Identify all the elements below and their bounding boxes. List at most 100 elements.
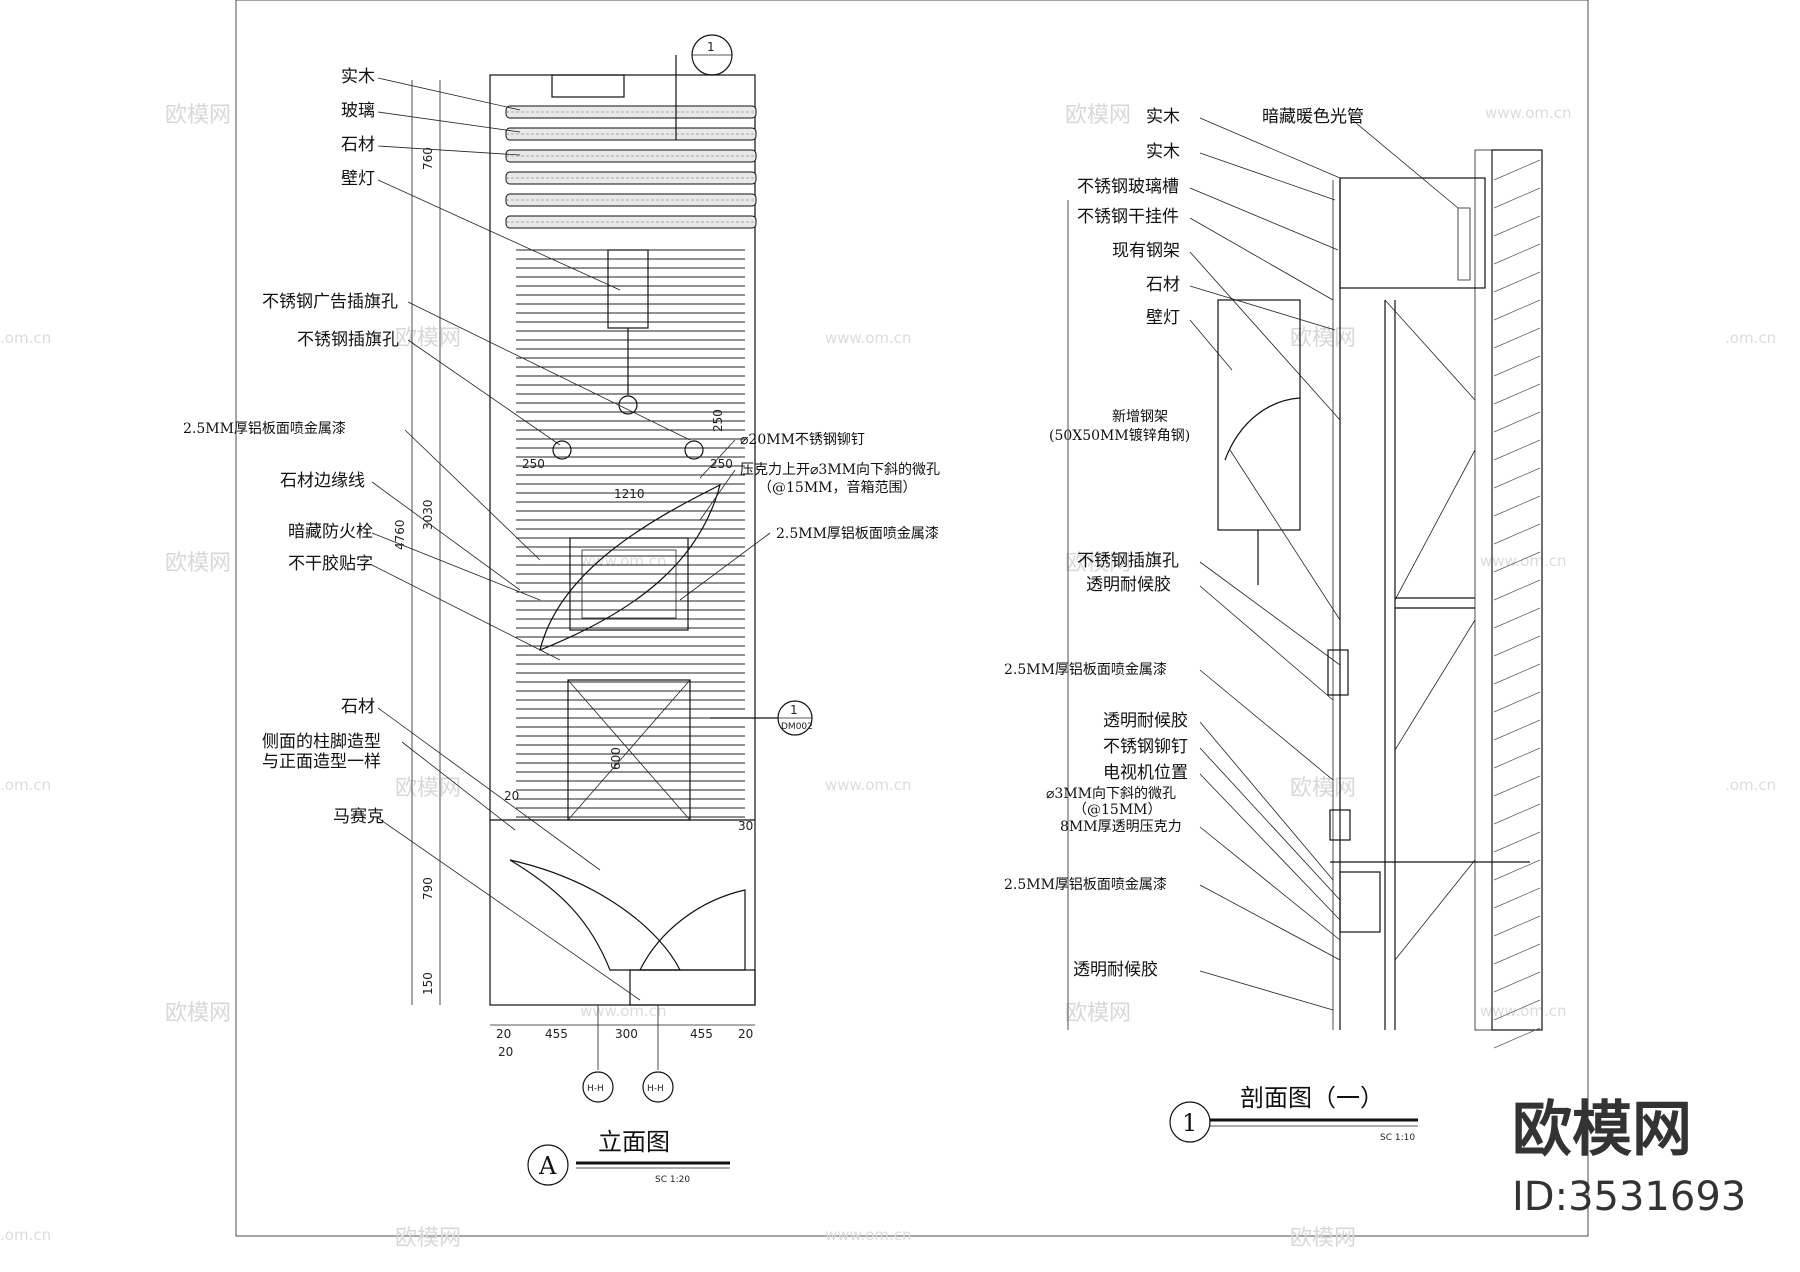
elevation-title: 立面图 bbox=[598, 1128, 670, 1156]
watermark-url: www.om.cn bbox=[825, 329, 912, 347]
dim-inner: 600 bbox=[609, 747, 623, 770]
section-label: （@15MM） bbox=[1073, 802, 1161, 818]
hatch-line bbox=[1493, 887, 1541, 909]
elevation-label-right: （@15MM，音箱范围） bbox=[758, 479, 916, 496]
grid-bubble-label: H-H bbox=[587, 1084, 604, 1094]
leader-line bbox=[1199, 747, 1341, 901]
grid-bubble bbox=[582, 1071, 614, 1103]
section-label: 不锈钢插旗孔 bbox=[1077, 551, 1179, 571]
leader-line bbox=[377, 179, 621, 291]
watermark-url: www.om.cn bbox=[580, 1002, 667, 1020]
elevation-label-right: 压克力上开⌀3MM向下斜的微孔 bbox=[740, 462, 940, 478]
hatch-line bbox=[1493, 467, 1541, 489]
elevation-label: 不锈钢广告插旗孔 bbox=[262, 292, 398, 312]
hatch-line bbox=[1493, 551, 1541, 573]
leader-line bbox=[377, 817, 641, 1001]
section-label: ⌀3MM向下斜的微孔 bbox=[1046, 786, 1176, 802]
watermark-url: .om.cn bbox=[1725, 329, 1776, 347]
light-box bbox=[1339, 177, 1486, 289]
leader-line bbox=[371, 481, 521, 591]
watermark-url: .om.cn bbox=[0, 1226, 51, 1244]
section-label: 2.5MM厚铝板面喷金属漆 bbox=[1004, 877, 1167, 893]
hatch-line bbox=[1493, 495, 1541, 517]
hydrant-diagonal bbox=[567, 679, 691, 821]
dim-bottom: 455 bbox=[545, 1027, 568, 1041]
dim-bottom: 20 bbox=[738, 1027, 753, 1041]
hatch-line bbox=[1493, 971, 1541, 993]
dim-760: 760 bbox=[421, 147, 435, 170]
section-marker-mid-ref: DM002 bbox=[781, 722, 813, 732]
elevation-label: 石材 bbox=[341, 697, 375, 717]
wall-hatch bbox=[1493, 159, 1541, 1049]
section-label: 实木 bbox=[1146, 142, 1180, 162]
leader-line bbox=[407, 339, 561, 446]
hatch-line bbox=[1493, 999, 1541, 1021]
aluminum-slats bbox=[516, 249, 745, 818]
dim-bottom: 300 bbox=[615, 1027, 638, 1041]
section-label: 石材 bbox=[1146, 275, 1180, 295]
section-label: 8MM厚透明压克力 bbox=[1060, 819, 1182, 835]
watermark-url: .om.cn bbox=[0, 329, 51, 347]
lamp-curve bbox=[1224, 397, 1301, 461]
hatch-line bbox=[1493, 1027, 1541, 1049]
watermark-text: 欧模网 bbox=[1290, 326, 1356, 351]
leaf-shape bbox=[539, 483, 721, 651]
top-cap bbox=[551, 74, 625, 98]
elevation-label: 壁灯 bbox=[341, 169, 375, 189]
watermark-text: 欧模网 bbox=[1290, 1226, 1356, 1251]
frame-diagonal bbox=[1394, 619, 1476, 751]
elevation-label-right: ⌀20MM不锈钢铆钉 bbox=[740, 432, 865, 448]
elevation-label: 不锈钢插旗孔 bbox=[297, 330, 399, 350]
flag-hole-ad bbox=[618, 395, 638, 415]
section-label: 电视机位置 bbox=[1103, 763, 1188, 783]
hatch-line bbox=[1493, 859, 1541, 881]
flag-hole-right bbox=[684, 440, 704, 460]
grid-bubble-label: H-H bbox=[647, 1084, 664, 1094]
elevation-label-right: 2.5MM厚铝板面喷金属漆 bbox=[776, 526, 939, 542]
leader-line bbox=[377, 145, 521, 156]
dim-inner: 20 bbox=[504, 789, 519, 803]
section-label: 2.5MM厚铝板面喷金属漆 bbox=[1004, 662, 1167, 678]
leader-line bbox=[1199, 884, 1341, 961]
mosaic-plinth bbox=[629, 969, 756, 1006]
hatch-line bbox=[1493, 719, 1541, 741]
hatch-line bbox=[1493, 355, 1541, 377]
hatch-line bbox=[1493, 215, 1541, 237]
leader-line bbox=[1229, 449, 1341, 621]
elevation-label: 石材 bbox=[341, 135, 375, 155]
leader-line bbox=[1199, 826, 1341, 941]
watermark-text: 欧模网 bbox=[1065, 103, 1131, 128]
dim-bottom: 20 bbox=[496, 1027, 511, 1041]
dim-inner: 1210 bbox=[614, 487, 645, 501]
leader-line bbox=[1189, 285, 1336, 331]
hatch-line bbox=[1493, 775, 1541, 797]
leader-line bbox=[1199, 561, 1341, 666]
elevation-label: 玻璃 bbox=[341, 101, 375, 121]
leader-line bbox=[1189, 217, 1334, 301]
section-wall-lamp bbox=[1217, 299, 1301, 531]
leader-line bbox=[1199, 669, 1334, 781]
warm-light-tube bbox=[1457, 207, 1471, 281]
section-title: 剖面图（一） bbox=[1240, 1084, 1384, 1112]
hatch-line bbox=[1493, 243, 1541, 265]
leader-line bbox=[699, 439, 736, 479]
section-label: 不锈钢干挂件 bbox=[1077, 207, 1179, 227]
watermark-url: www.om.cn bbox=[1485, 104, 1572, 122]
leader-line bbox=[371, 532, 541, 601]
elevation-label: 侧面的柱脚造型 bbox=[262, 732, 381, 752]
elevation-label: 不干胶贴字 bbox=[288, 554, 373, 574]
watermark-url: www.om.cn bbox=[1480, 552, 1567, 570]
watermark-text: 欧模网 bbox=[1290, 776, 1356, 801]
leader-line bbox=[1189, 251, 1341, 421]
watermark-text: 欧模网 bbox=[165, 103, 231, 128]
section-label: 不锈钢玻璃槽 bbox=[1077, 177, 1179, 197]
hatch-line bbox=[1493, 271, 1541, 293]
watermark-text: 欧模网 bbox=[165, 1001, 231, 1026]
tv-bracket bbox=[1329, 809, 1351, 841]
hatch-line bbox=[1493, 663, 1541, 685]
leader-line bbox=[679, 532, 771, 601]
leader-lines bbox=[1189, 117, 1459, 1011]
sheet-border bbox=[235, 0, 1589, 1237]
leader-line bbox=[1199, 585, 1334, 701]
hatch-line bbox=[1493, 747, 1541, 769]
